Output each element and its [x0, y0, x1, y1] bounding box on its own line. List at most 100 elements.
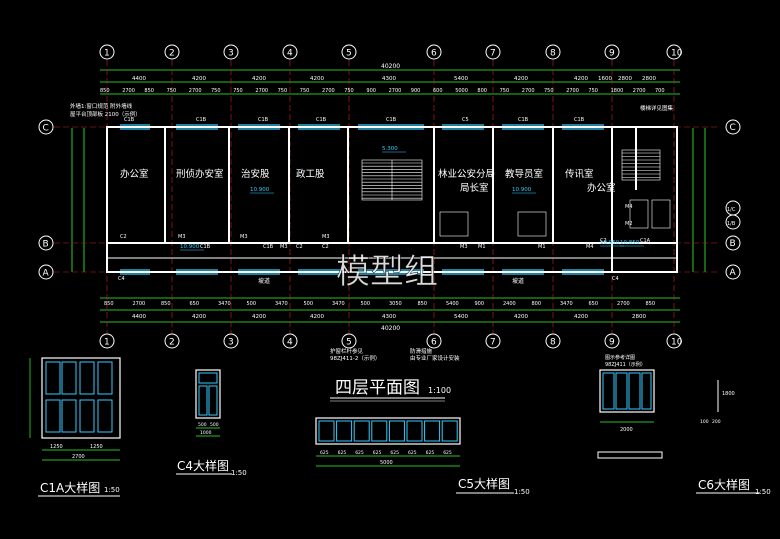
window-tag: C2	[120, 234, 127, 240]
dim-text: 850	[104, 301, 114, 307]
dim-text: 500	[304, 301, 314, 307]
grid-letter: A	[43, 269, 50, 279]
grid-bubble	[725, 264, 741, 280]
dim-text: 2700	[322, 88, 335, 94]
grid-bubble	[604, 44, 620, 60]
c1a-dim-1250a: 1250	[50, 444, 63, 450]
c5-dim-625: 625	[338, 450, 347, 456]
grid-bubble	[545, 44, 561, 60]
elevation-value: 10.850	[620, 240, 640, 246]
grid-number: 4	[287, 338, 293, 348]
facade-windows	[120, 124, 604, 275]
dim-text: 4200	[514, 76, 528, 82]
room-name: 刑侦办安室	[176, 168, 224, 180]
c6-note-b: 98ZJ411（示例）	[605, 361, 646, 368]
dim-text: 1600	[598, 76, 612, 82]
dim-text: 750	[233, 88, 243, 94]
door-tag: M3	[280, 244, 288, 250]
window-tag: C1B	[196, 117, 207, 123]
grid-number: 5	[346, 49, 352, 59]
dimension-lines	[71, 69, 706, 323]
dim-text: 4200	[252, 314, 266, 320]
grid-number: 1	[104, 338, 110, 348]
dim-text: 2700	[189, 88, 202, 94]
grid-bubble	[666, 44, 682, 60]
dim-text: 4200	[310, 76, 324, 82]
dim-text: 750	[544, 88, 554, 94]
grid-bubble	[164, 44, 180, 60]
dim-text: 650	[190, 301, 200, 307]
c5-dim-625: 625	[408, 450, 417, 456]
plan-title: 四层平面图	[335, 378, 420, 398]
main-staircase	[361, 149, 661, 201]
elevation-value: 10.900	[250, 187, 270, 193]
dim-text: 3470	[332, 301, 345, 307]
grid-bubble	[485, 333, 501, 349]
grid-bubble	[282, 333, 298, 349]
window-tag: C1A	[640, 238, 651, 244]
c5-dim-625: 625	[426, 450, 435, 456]
door-tag: M2	[625, 221, 633, 227]
dim-text: 700	[655, 88, 665, 94]
grid-bubble	[164, 333, 180, 349]
grid-letter: A	[730, 268, 737, 278]
grid-letter: C	[730, 123, 736, 133]
grid-number: 7	[490, 338, 496, 348]
dim-text: 750	[211, 88, 221, 94]
dim-text: 750	[500, 88, 510, 94]
grid-letter: B	[730, 239, 736, 249]
dim-text: 800	[532, 301, 542, 307]
grid-bubble	[725, 214, 741, 230]
room-name: 林业公安分局	[438, 168, 495, 180]
left-grid-axis: C B A	[38, 119, 54, 280]
c4-scale: 1:50	[231, 469, 247, 477]
dim-text: 4200	[252, 76, 266, 82]
ramp-label-2: 坡道	[512, 277, 524, 285]
window-tag: C1B	[316, 117, 327, 123]
dim-text: 5400	[454, 314, 468, 320]
grid-bubble	[426, 333, 442, 349]
dim-text: 4200	[574, 76, 588, 82]
c4-dim-500a: 500	[198, 422, 207, 428]
c4-dim-500b: 500	[210, 422, 219, 428]
dim-text: 850	[161, 301, 171, 307]
dim-text: 2700	[389, 88, 402, 94]
dim-text: 3470	[560, 301, 573, 307]
dim-text: 4300	[382, 314, 396, 320]
dim-text: 4400	[132, 314, 146, 320]
c5-dim-5000: 5000	[380, 460, 393, 466]
grid-letter: B	[43, 240, 49, 250]
window-tag: C2	[600, 238, 607, 244]
dim-text: 2700	[566, 88, 579, 94]
grid-bubble	[545, 333, 561, 349]
dim-text: 850	[100, 88, 110, 94]
grid-bubble	[725, 235, 741, 251]
room-name: 政工股	[296, 168, 325, 180]
note-top-left-2: 屋平台顶部板 2100（示例）	[70, 110, 141, 118]
dim-text: 4200	[310, 314, 324, 320]
dim-text: 2700	[133, 301, 146, 307]
c5-dim-625: 625	[355, 450, 364, 456]
grid-number: 2	[169, 49, 175, 59]
restroom-fixtures	[439, 199, 671, 237]
dim-text: 5000	[455, 88, 468, 94]
dim-text: 4200	[192, 314, 206, 320]
door-tag: M4	[586, 244, 594, 250]
window-tag: C2	[296, 244, 303, 250]
grid-letter: C	[43, 124, 49, 134]
c5-title: C5大样图	[458, 476, 510, 491]
dim-text: 2400	[503, 301, 516, 307]
c6-note: 图示参考详图	[605, 354, 635, 361]
grid-bubble	[223, 44, 239, 60]
grid-bubble	[38, 264, 54, 280]
window-tag: C4	[612, 276, 619, 282]
window-tag: C2	[322, 244, 329, 250]
dim-text: 2700	[122, 88, 135, 94]
c6-scale: 1:50	[755, 488, 771, 496]
grid-number: 3	[228, 338, 234, 348]
